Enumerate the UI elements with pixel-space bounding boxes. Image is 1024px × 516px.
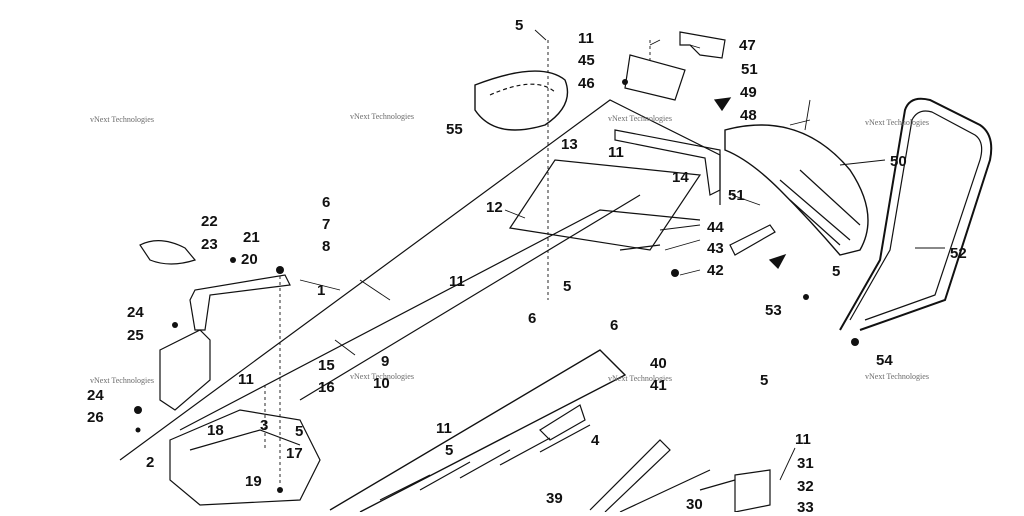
callout-3: 3 [260, 417, 269, 434]
seat-55 [474, 70, 569, 131]
callout-16: 16 [318, 379, 335, 396]
callout-50: 50 [890, 153, 907, 170]
callout-39: 39 [546, 490, 563, 507]
callout-52: 52 [950, 245, 967, 262]
callout-51: 51 [741, 61, 758, 78]
watermark-text: vNext Technologies [90, 376, 154, 385]
callout-11: 11 [795, 431, 811, 448]
guard-25 [159, 329, 211, 411]
callout-5: 5 [445, 442, 454, 459]
tunnel-outline [119, 99, 721, 461]
callout-45: 45 [578, 52, 595, 69]
callout-46: 46 [578, 75, 595, 92]
callout-6: 6 [528, 310, 537, 327]
callout-19: 19 [245, 473, 262, 490]
panel-12 [508, 159, 702, 251]
callout-42: 42 [707, 262, 724, 279]
rail-14 [614, 129, 721, 196]
watermark-text: vNext Technologies [865, 118, 929, 127]
watermark-text: vNext Technologies [608, 114, 672, 123]
callout-41: 41 [650, 377, 667, 394]
callout-21: 21 [243, 229, 260, 246]
callout-5: 5 [832, 263, 841, 280]
callout-15: 15 [318, 357, 335, 374]
callout-11: 11 [436, 420, 452, 437]
callout-5: 5 [760, 372, 769, 389]
callout-25: 25 [127, 327, 144, 344]
callout-44: 44 [707, 219, 724, 236]
callout-6: 6 [610, 317, 619, 334]
tunnel-deck [299, 194, 641, 401]
callout-11: 11 [449, 273, 465, 290]
callout-53: 53 [765, 302, 782, 319]
callout-2: 2 [146, 454, 155, 471]
callout-51: 51 [728, 187, 745, 204]
frame-2 [169, 409, 321, 506]
callout-7: 7 [322, 216, 331, 233]
callout-12: 12 [486, 199, 503, 216]
callout-14: 14 [672, 169, 689, 186]
callout-10: 10 [373, 375, 390, 392]
callout-33: 33 [797, 499, 814, 516]
callout-23: 23 [201, 236, 218, 253]
callout-5: 5 [563, 278, 572, 295]
callout-24: 24 [127, 304, 144, 321]
callout-48: 48 [740, 107, 757, 124]
watermark-text: vNext Technologies [608, 374, 672, 383]
callout-8: 8 [322, 238, 331, 255]
callout-11: 11 [608, 144, 624, 161]
callout-24: 24 [87, 387, 104, 404]
rod-4 [539, 404, 586, 441]
callout-9: 9 [381, 353, 390, 370]
callout-5: 5 [515, 17, 524, 34]
grab-handle-52 [839, 97, 993, 331]
bar-51 [729, 224, 776, 256]
callout-43: 43 [707, 240, 724, 257]
callout-5: 5 [295, 423, 304, 440]
watermark-text: vNext Technologies [350, 112, 414, 121]
callout-6: 6 [322, 194, 331, 211]
callout-11: 11 [238, 371, 254, 388]
callout-13: 13 [561, 136, 578, 153]
callout-4: 4 [591, 432, 600, 449]
callout-31: 31 [797, 455, 814, 472]
running-board [329, 349, 627, 512]
bumper-50 [724, 124, 869, 256]
callout-47: 47 [739, 37, 756, 54]
callout-30: 30 [686, 496, 703, 513]
cap-22 [139, 240, 197, 265]
watermark-text: vNext Technologies [90, 115, 154, 124]
callout-18: 18 [207, 422, 224, 439]
watermark-text: vNext Technologies [865, 372, 929, 381]
callout-26: 26 [87, 409, 104, 426]
handle-47 [679, 31, 726, 59]
callout-54: 54 [876, 352, 893, 369]
callout-17: 17 [286, 445, 303, 462]
bracket-30 [734, 469, 771, 512]
bracket-46 [624, 54, 686, 101]
callout-40: 40 [650, 355, 667, 372]
callout-11: 11 [578, 30, 594, 47]
callout-32: 32 [797, 478, 814, 495]
watermark-text: vNext Technologies [350, 372, 414, 381]
footrest-bracket-20 [189, 274, 291, 331]
tunnel-inner-edge [179, 209, 701, 431]
callout-49: 49 [740, 84, 757, 101]
callout-1: 1 [317, 282, 326, 299]
tube-39 [589, 439, 671, 512]
callout-20: 20 [241, 251, 258, 268]
callout-22: 22 [201, 213, 218, 230]
callout-55: 55 [446, 121, 463, 138]
